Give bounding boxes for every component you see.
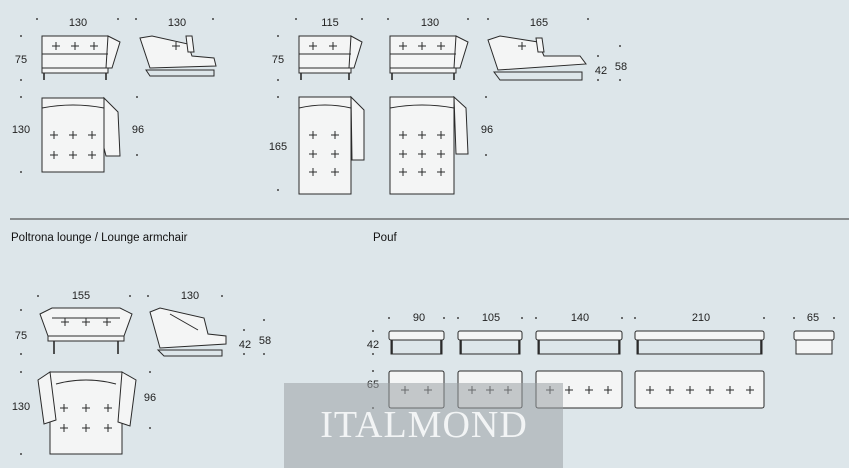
dim-module4-arm: 96 xyxy=(481,124,493,136)
dim-pouf-90: 90 xyxy=(413,312,425,324)
dim-module3-width: 115 xyxy=(321,17,339,29)
lounge-plan xyxy=(37,371,137,455)
module-2-front xyxy=(139,35,217,77)
dim-module4-width: 130 xyxy=(421,17,439,29)
pouf-fronts xyxy=(388,330,835,355)
module-4-plan xyxy=(389,95,469,195)
watermark: ITALMOND xyxy=(284,383,563,468)
lounge-side xyxy=(149,307,227,357)
module-4-front xyxy=(389,35,469,80)
module-1-front xyxy=(41,35,121,80)
section-title-pouf: Pouf xyxy=(373,232,397,244)
dim-module5-width: 165 xyxy=(530,17,548,29)
lounge-front xyxy=(39,307,133,354)
dim-module3-height: 75 xyxy=(272,54,284,66)
module-3-plan xyxy=(298,95,365,195)
dim-pouf-210: 210 xyxy=(692,312,710,324)
dim-module1-depth: 130 xyxy=(12,124,30,136)
dim-pouf-65: 65 xyxy=(807,312,819,324)
dim-lounge-width: 155 xyxy=(72,290,90,302)
dim-module1-width: 130 xyxy=(69,17,87,29)
dim-module5-top: 58 xyxy=(615,61,627,73)
module-1-plan xyxy=(41,96,121,173)
module-3-front xyxy=(298,35,363,80)
dim-module1-height: 75 xyxy=(15,54,27,66)
dim-pouf-140: 140 xyxy=(571,312,589,324)
dim-lounge-seat: 42 xyxy=(239,339,251,351)
dim-lounge-top: 58 xyxy=(259,335,271,347)
section-title-lounge: Poltrona lounge / Lounge armchair xyxy=(11,232,188,244)
dim-lounge-side-width: 130 xyxy=(181,290,199,302)
dimension-labels: 130 130 75 130 96 115 130 165 75 165 96 … xyxy=(12,17,819,413)
dim-module1-arm: 96 xyxy=(132,124,144,136)
dim-module5-seat: 42 xyxy=(595,65,607,77)
dim-module3-depth: 165 xyxy=(269,141,287,153)
watermark-text: ITALMOND xyxy=(320,404,528,446)
dim-lounge-arm: 96 xyxy=(144,392,156,404)
dim-lounge-height: 75 xyxy=(15,330,27,342)
module-5-front xyxy=(487,35,587,81)
dimension-ticks xyxy=(20,18,835,455)
dim-module2-width: 130 xyxy=(168,17,186,29)
dim-lounge-depth: 130 xyxy=(12,401,30,413)
dim-pouf-105: 105 xyxy=(482,312,500,324)
dim-pouf-height: 42 xyxy=(367,339,379,351)
